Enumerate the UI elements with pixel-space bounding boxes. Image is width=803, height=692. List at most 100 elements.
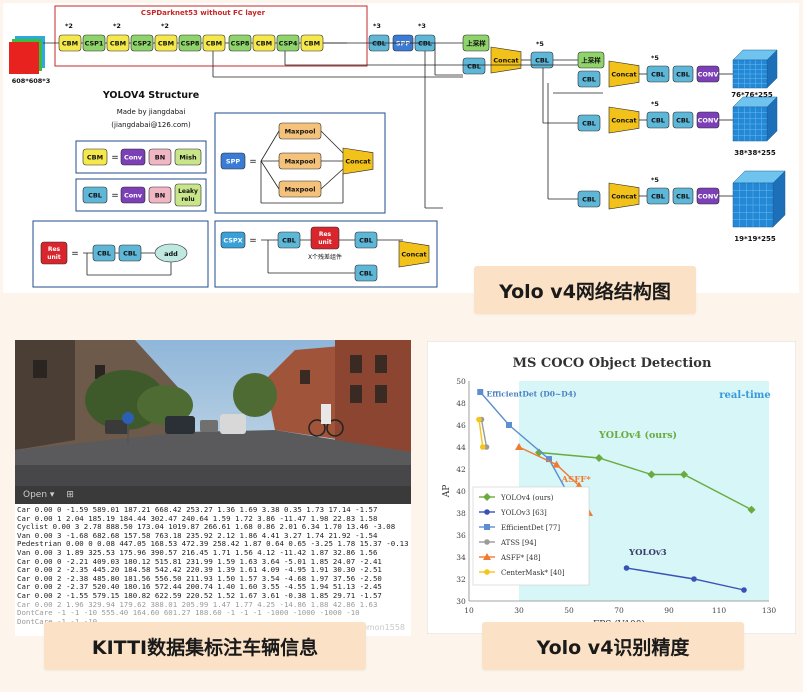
open-menu-button[interactable]: Open ▾ [23, 490, 55, 500]
legend-cspx-label: CSPX [223, 237, 242, 245]
repeat-mark: *2 [65, 22, 73, 30]
backbone-block-csp1 [82, 34, 106, 52]
legend-maxpool-label: Maxpool [285, 128, 316, 136]
legend-mish [174, 148, 202, 166]
backbone-block-csp2 [130, 34, 154, 52]
backbone-block-csp4 [276, 34, 300, 52]
legend-bn-label: BN [155, 154, 165, 162]
data-point [476, 416, 482, 423]
backbone-frame [54, 5, 368, 67]
x-tick-label: 10 [464, 606, 474, 615]
structure-title: YOLOV4 Structure [102, 90, 199, 101]
legend-cbl [92, 244, 116, 262]
y-tick-label: 40 [456, 487, 466, 496]
legend-cbl-label: CBL [88, 192, 102, 200]
neck-cbl [577, 70, 601, 88]
car-shape [105, 420, 129, 434]
label-line: Cyclist 0.00 3 2.78 888.50 173.04 1019.8… [17, 522, 396, 532]
series-annotation: YOLOv3 [628, 548, 667, 558]
legend-swatch-marker [484, 569, 490, 575]
concat-block [398, 240, 430, 268]
backbone-block-csp8-label: CSP8 [231, 40, 250, 48]
legend-spp-frame [214, 112, 386, 214]
neck-cbl-label: CBL [467, 63, 481, 71]
neck-cbl-label: CBL [651, 193, 665, 201]
legend-add-label: add [164, 250, 178, 258]
connector-line [320, 168, 344, 190]
label-line: Car 0.00 2 1.96 329.94 179.62 388.01 205… [17, 599, 378, 609]
y-axis-label: AP [442, 485, 452, 499]
label-line: DontCare -1 -1 -10 555.40 164.60 601.27 … [17, 608, 360, 618]
street-photo [15, 340, 411, 486]
connector-line [320, 130, 344, 154]
x-tick-label: 50 [564, 606, 574, 615]
neck-cbl [672, 187, 694, 205]
output-label-76: 76*76*255 [731, 91, 773, 99]
neck-spp-label: SPP [396, 40, 410, 48]
x-tick-label: 110 [712, 606, 727, 615]
backbone-block-csp1-label: CSP1 [85, 40, 104, 48]
legend-swatch-marker [484, 509, 490, 515]
label-line: Car 0.00 0 -1.59 589.01 187.21 668.42 25… [17, 505, 378, 514]
data-point [506, 422, 512, 428]
backbone-block-csp8 [178, 34, 202, 52]
concat-block [608, 106, 640, 134]
res-label: Res [48, 246, 61, 253]
res-label: unit [318, 239, 332, 246]
res-label: unit [47, 254, 61, 261]
input-size-label: 608*608*3 [12, 77, 50, 85]
backbone-block-cbm-label: CBM [62, 40, 78, 48]
repeat-mark: *3 [418, 22, 426, 30]
neck-cbl-label: CBL [535, 57, 549, 65]
equals-sign: = [249, 157, 257, 167]
y-tick-label: 30 [456, 597, 466, 606]
repeat-mark: *5 [536, 40, 544, 48]
legend-swatch-marker [483, 553, 491, 560]
kitti-viewer: Open ▾ ⊞ Car 0.00 0 -1.59 589.01 187.21 … [15, 340, 411, 636]
legend-entry: ASFF* [48] [500, 554, 541, 562]
repeat-mark: *5 [651, 54, 659, 62]
legend-spp-label: SPP [226, 158, 240, 166]
legend-bn-label: BN [155, 192, 165, 200]
legend-res-frame [32, 220, 209, 288]
grid-icon[interactable]: ⊞ [66, 490, 74, 500]
legend-cspx-frame [214, 220, 438, 288]
connector-line [260, 160, 280, 190]
legend-cbl [277, 231, 301, 249]
equals-sign: = [111, 191, 119, 201]
backbone-block-cbm [58, 34, 82, 52]
legend-cbl [118, 244, 142, 262]
caption-architecture: Yolo v4网络结构图 [474, 266, 696, 314]
legend-leaky [174, 183, 202, 207]
made-by-text: Made by jiangdabai [117, 108, 186, 116]
neck-cbl-label: CBL [676, 117, 690, 125]
series-annotation: ASFF* [561, 475, 592, 485]
neck-cbl [462, 57, 486, 75]
legend-cbl-label: CBL [97, 250, 111, 258]
data-point [535, 448, 543, 457]
repeat-mark: *2 [161, 22, 169, 30]
legend-swatch-marker [484, 539, 490, 545]
label-line: Car 0.00 2 -1.55 579.15 180.82 622.59 22… [17, 590, 382, 600]
label-line: Van 0.00 3 -1.68 682.68 157.58 763.18 23… [17, 530, 378, 540]
neck-upsample [462, 34, 490, 52]
legend-cbl-label: CBL [123, 250, 137, 258]
backbone-block-csp8 [228, 34, 252, 52]
caption-coco: Yolo v4识别精度 [482, 622, 744, 670]
backbone-block-cbm-label: CBM [158, 40, 174, 48]
repeat-mark: *2 [113, 22, 121, 30]
data-point [680, 470, 688, 479]
data-point [546, 456, 552, 463]
legend-leaky-label: relu [181, 196, 194, 203]
chart-title: MS COCO Object Detection [513, 356, 712, 371]
y-tick-label: 42 [456, 465, 466, 474]
data-point [552, 460, 561, 468]
legend-entry: CenterMask* [40] [501, 569, 565, 577]
neck-cbl [577, 190, 601, 208]
neck-upsample-label: 上采样 [581, 56, 601, 65]
caption-kitti: KITTI数据集标注车辆信息 [44, 622, 366, 670]
backbone-block-csp4-label: CSP4 [279, 40, 298, 48]
repeat-mark: *5 [651, 176, 659, 184]
backbone-block-csp8-label: CSP8 [181, 40, 200, 48]
y-tick-label: 46 [456, 421, 466, 430]
